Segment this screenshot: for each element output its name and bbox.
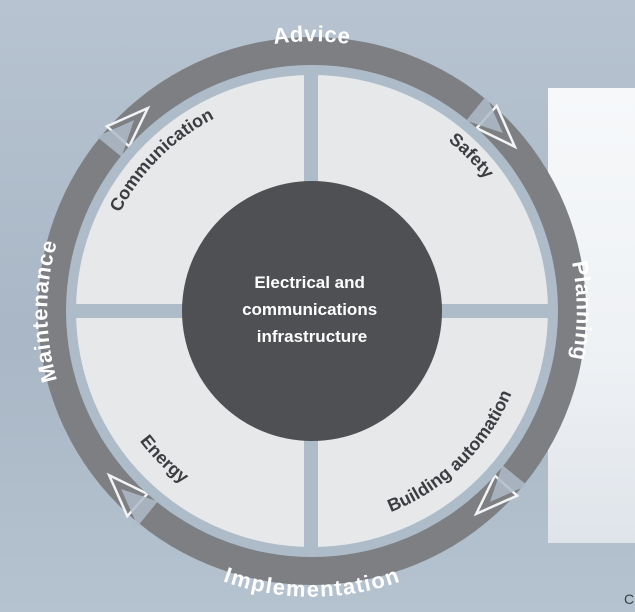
corner-mark: C bbox=[624, 591, 635, 607]
cycle-arrow-gap-0 bbox=[466, 95, 503, 133]
center-label-line-3: infrastructure bbox=[257, 327, 368, 346]
center-label-line-1: Electrical and bbox=[254, 273, 365, 292]
center-hub bbox=[182, 181, 442, 441]
center-label: Electrical and communications infrastruc… bbox=[242, 273, 382, 346]
cycle-arrow-gap-1 bbox=[490, 465, 528, 502]
cycle-arrow-gap-2 bbox=[121, 489, 158, 527]
cycle-step-advice: Advice bbox=[272, 21, 353, 49]
cycle-arrow-gap-3 bbox=[96, 120, 134, 157]
center-label-line-2: communications bbox=[242, 300, 377, 319]
